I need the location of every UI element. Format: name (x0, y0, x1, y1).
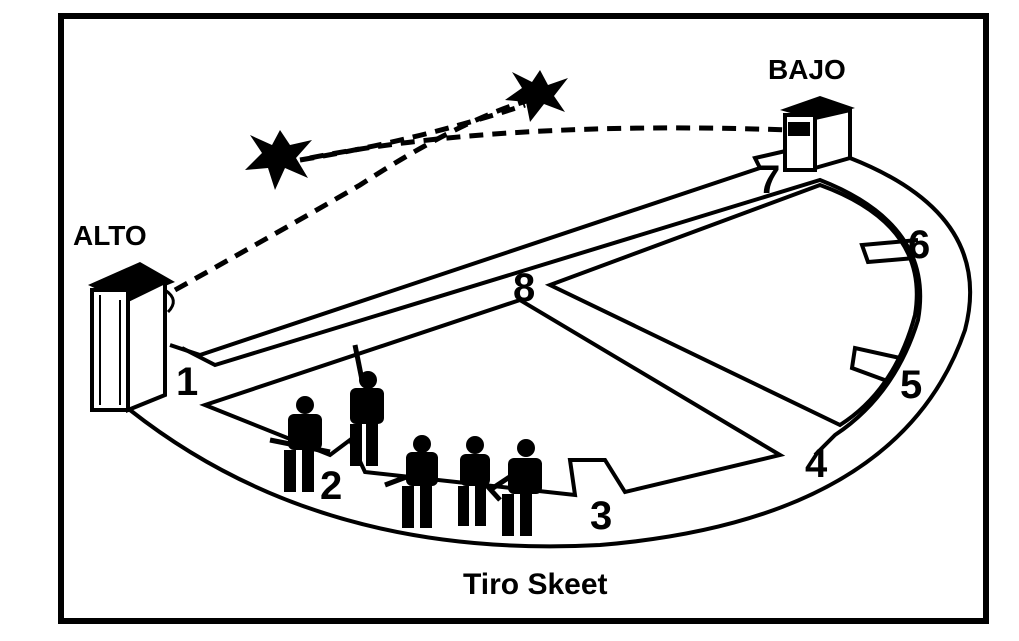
station-3-label: 3 (590, 494, 613, 538)
right-field-section (544, 182, 919, 428)
house-to-house-path (169, 148, 791, 358)
left-field-section (199, 297, 786, 498)
low-house-icon (780, 96, 855, 172)
target-path-burst-1-to-burst-2 (299, 102, 526, 163)
station-2-label: 2 (320, 464, 343, 508)
shooter-icon (458, 436, 502, 526)
low-house-label: BAJO (768, 54, 846, 85)
station-4-label: 4 (805, 442, 828, 486)
clay-burst-icon (245, 130, 312, 190)
shooter-icon (488, 439, 542, 536)
shooter-icon (384, 435, 438, 528)
target-path-burst-1-to-low (309, 125, 791, 161)
station-6-notch (859, 238, 919, 265)
high-house-label: ALTO (73, 220, 147, 251)
station-5-notch (849, 345, 901, 384)
high-house-icon (88, 262, 175, 413)
outer-walkway-edge (128, 156, 973, 549)
clay-burst-icon (505, 70, 568, 122)
station-1-label: 1 (176, 360, 199, 404)
shooter-icon (269, 396, 331, 492)
station-6-label: 6 (908, 223, 931, 267)
diagram-title: Tiro Skeet (463, 568, 608, 601)
station-8-label: 8 (513, 266, 536, 310)
inner-walkway-edge (181, 177, 923, 457)
station-5-label: 5 (900, 363, 923, 407)
shooter-icon (350, 344, 384, 466)
station-7-label: 7 (758, 158, 781, 202)
